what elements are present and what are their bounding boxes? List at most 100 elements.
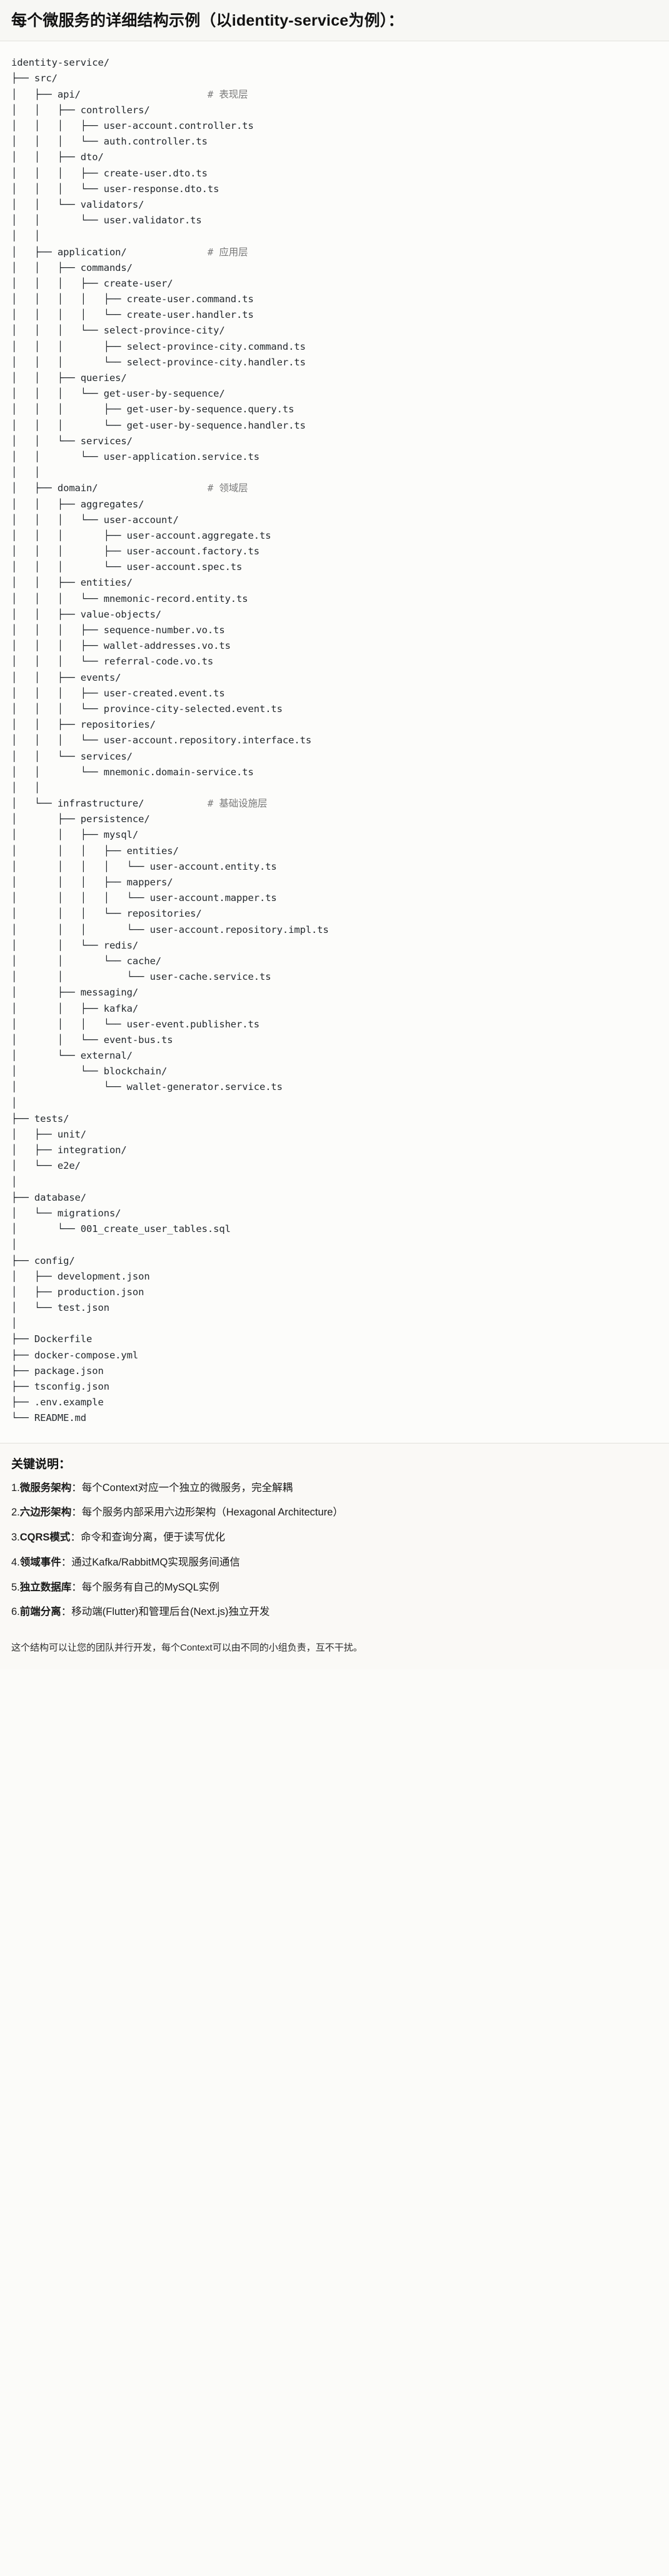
tree-row: │ └── migrations/ (11, 1206, 658, 1221)
key-note-description: 每个服务内部采用六边形架构（Hexagonal Architecture） (81, 1507, 343, 1519)
tree-layer-comment: # 领域层 (207, 482, 248, 494)
tree-node-label: │ (11, 1239, 18, 1251)
tree-node-label: │ │ └── user-cache.service.ts (11, 971, 271, 983)
tree-node-label: │ └── test.json (11, 1302, 109, 1314)
tree-row: ├── .env.example (11, 1395, 658, 1410)
tree-node-label: │ │ │ │ └── user-account.mapper.ts (11, 892, 277, 904)
tree-node-label: │ (11, 1318, 18, 1330)
key-note-index: 1. (11, 1482, 20, 1494)
tree-node-label: │ └── wallet-generator.service.ts (11, 1081, 283, 1093)
tree-row: │ │ └── mnemonic.domain-service.ts (11, 765, 658, 780)
tree-row: │ │ │ ├── sequence-number.vo.ts (11, 623, 658, 638)
tree-row: │ │ │ └── select-province-city.handler.t… (11, 355, 658, 370)
tree-row: ├── tsconfig.json (11, 1379, 658, 1395)
tree-node-label: │ │ └── services/ (11, 750, 133, 762)
key-note-term: 前端分离 (19, 1606, 61, 1618)
key-note-separator: ： (71, 1482, 82, 1494)
tree-row: │ ├── development.json (11, 1269, 658, 1285)
tree-node-label: │ │ │ │ └── user-account.entity.ts (11, 860, 277, 872)
key-note-description: 每个Context对应一个独立的微服务，完全解耦 (81, 1482, 293, 1494)
tree-row: └── README.md (11, 1410, 658, 1426)
tree-node-label: │ ├── development.json (11, 1270, 150, 1282)
tree-node-label: │ └── 001_create_user_tables.sql (11, 1223, 231, 1235)
tree-row: │ │ │ └── user-event.publisher.ts (11, 1017, 658, 1032)
tree-row: │ └── wallet-generator.service.ts (11, 1079, 658, 1095)
tree-row: │ │ └── cache/ (11, 954, 658, 969)
tree-node-label: │ │ │ ├── sequence-number.vo.ts (11, 624, 225, 636)
tree-row: │ ├── application/ # 应用层 (11, 245, 658, 260)
tree-row: │ │ (11, 780, 658, 796)
tree-row: ├── tests/ (11, 1111, 658, 1127)
tree-node-label: │ └── external/ (11, 1050, 133, 1062)
tree-row: ├── Dockerfile (11, 1331, 658, 1347)
key-note-description: 通过Kafka/RabbitMQ实现服务间通信 (71, 1556, 240, 1568)
key-note-item: 1.微服务架构：每个Context对应一个独立的微服务，完全解耦 (11, 1480, 658, 1496)
tree-row: │ │ │ ├── create-user/ (11, 276, 658, 292)
tree-node-label: │ └── e2e/ (11, 1160, 81, 1172)
tree-node-label: └── README.md (11, 1412, 87, 1424)
directory-tree: identity-service/├── src/│ ├── api/ # 表现… (11, 55, 658, 1426)
key-note-separator: ： (71, 1507, 82, 1519)
tree-node-label: │ │ │ └── user-event.publisher.ts (11, 1018, 259, 1030)
tree-row: │ └── external/ (11, 1048, 658, 1064)
tree-row: │ └── 001_create_user_tables.sql (11, 1221, 658, 1237)
tree-node-label: │ │ │ └── user-account.repository.impl.t… (11, 924, 329, 935)
tree-row: │ │ │ │ ├── create-user.command.ts (11, 292, 658, 307)
tree-node-label: identity-service/ (11, 57, 109, 69)
tree-node-label: │ └── infrastructure/ (11, 798, 144, 810)
tree-row: │ │ ├── dto/ (11, 150, 658, 165)
key-note-item: 4.领域事件：通过Kafka/RabbitMQ实现服务间通信 (11, 1555, 658, 1571)
key-note-separator: ： (61, 1556, 72, 1568)
tree-row: │ │ ├── queries/ (11, 370, 658, 386)
tree-node-label: ├── config/ (11, 1255, 75, 1266)
tree-node-label: │ │ │ │ └── create-user.handler.ts (11, 309, 254, 321)
tree-row: │ │ └── validators/ (11, 197, 658, 213)
tree-node-label: │ │ │ ├── user-account.controller.ts (11, 120, 254, 131)
document-header: 每个微服务的详细结构示例（以identity-service为例）： (0, 0, 669, 42)
tree-node-label: │ ├── production.json (11, 1286, 144, 1298)
tree-row: ├── config/ (11, 1253, 658, 1269)
key-note-description: 移动端(Flutter)和管理后台(Next.js)独立开发 (71, 1606, 270, 1618)
key-note-term: 领域事件 (19, 1556, 61, 1568)
tree-node-label: ├── docker-compose.yml (11, 1349, 139, 1361)
tree-layer-comment: # 表现层 (207, 88, 248, 100)
tree-row: │ │ ├── repositories/ (11, 717, 658, 733)
tree-row: ├── package.json (11, 1363, 658, 1379)
tree-row: │ │ (11, 465, 658, 481)
key-notes-title: 关键说明： (11, 1457, 71, 1471)
tree-node-label: │ │ │ └── get-user-by-sequence.handler.t… (11, 419, 306, 431)
tree-row: │ │ ├── value-objects/ (11, 607, 658, 623)
tree-row: │ │ │ └── select-province-city/ (11, 323, 658, 339)
tree-node-label: │ │ └── cache/ (11, 955, 162, 967)
tree-node-label: │ │ │ └── user-account/ (11, 514, 179, 526)
tree-row: │ (11, 1237, 658, 1253)
tree-node-label: │ │ ├── entities/ (11, 577, 133, 589)
key-note-item: 3.CQRS模式：命令和查询分离，便于读写优化 (11, 1530, 658, 1545)
tree-row: │ │ │ ├── user-account.aggregate.ts (11, 528, 658, 544)
tree-row: │ │ │ └── user-response.dto.ts (11, 181, 658, 197)
tree-row: │ │ │ └── auth.controller.ts (11, 134, 658, 150)
tree-node-label: │ │ ├── dto/ (11, 151, 104, 163)
key-note-item: 6.前端分离：移动端(Flutter)和管理后台(Next.js)独立开发 (11, 1604, 658, 1620)
directory-tree-panel: identity-service/├── src/│ ├── api/ # 表现… (0, 41, 669, 1443)
tree-node-label: │ │ ├── value-objects/ (11, 608, 162, 620)
key-note-item: 2.六边形架构：每个服务内部采用六边形架构（Hexagonal Architec… (11, 1505, 658, 1520)
tree-row: │ ├── unit/ (11, 1127, 658, 1143)
tree-row: │ │ ├── commands/ (11, 260, 658, 276)
tree-node-label: │ │ └── validators/ (11, 198, 144, 210)
key-note-term: 微服务架构 (19, 1482, 72, 1494)
tree-row: │ │ │ └── get-user-by-sequence/ (11, 386, 658, 402)
closing-paragraph: 这个结构可以让您的团队并行开发，每个Context可以由不同的小组负责，互不干扰… (11, 1642, 363, 1654)
tree-row: │ │ └── user.validator.ts (11, 213, 658, 228)
tree-node-label: │ └── blockchain/ (11, 1066, 168, 1077)
tree-row: │ │ │ └── user-account/ (11, 512, 658, 528)
tree-row: │ ├── persistence/ (11, 812, 658, 827)
tree-row: ├── src/ (11, 71, 658, 86)
tree-row: │ (11, 1316, 658, 1331)
tree-node-label: │ │ │ └── user-account.repository.interf… (11, 735, 312, 746)
tree-row: │ │ └── event-bus.ts (11, 1032, 658, 1048)
tree-row: │ │ │ └── user-account.repository.impl.t… (11, 922, 658, 938)
tree-row: │ (11, 1174, 658, 1190)
tree-row: │ │ │ ├── user-account.controller.ts (11, 118, 658, 134)
